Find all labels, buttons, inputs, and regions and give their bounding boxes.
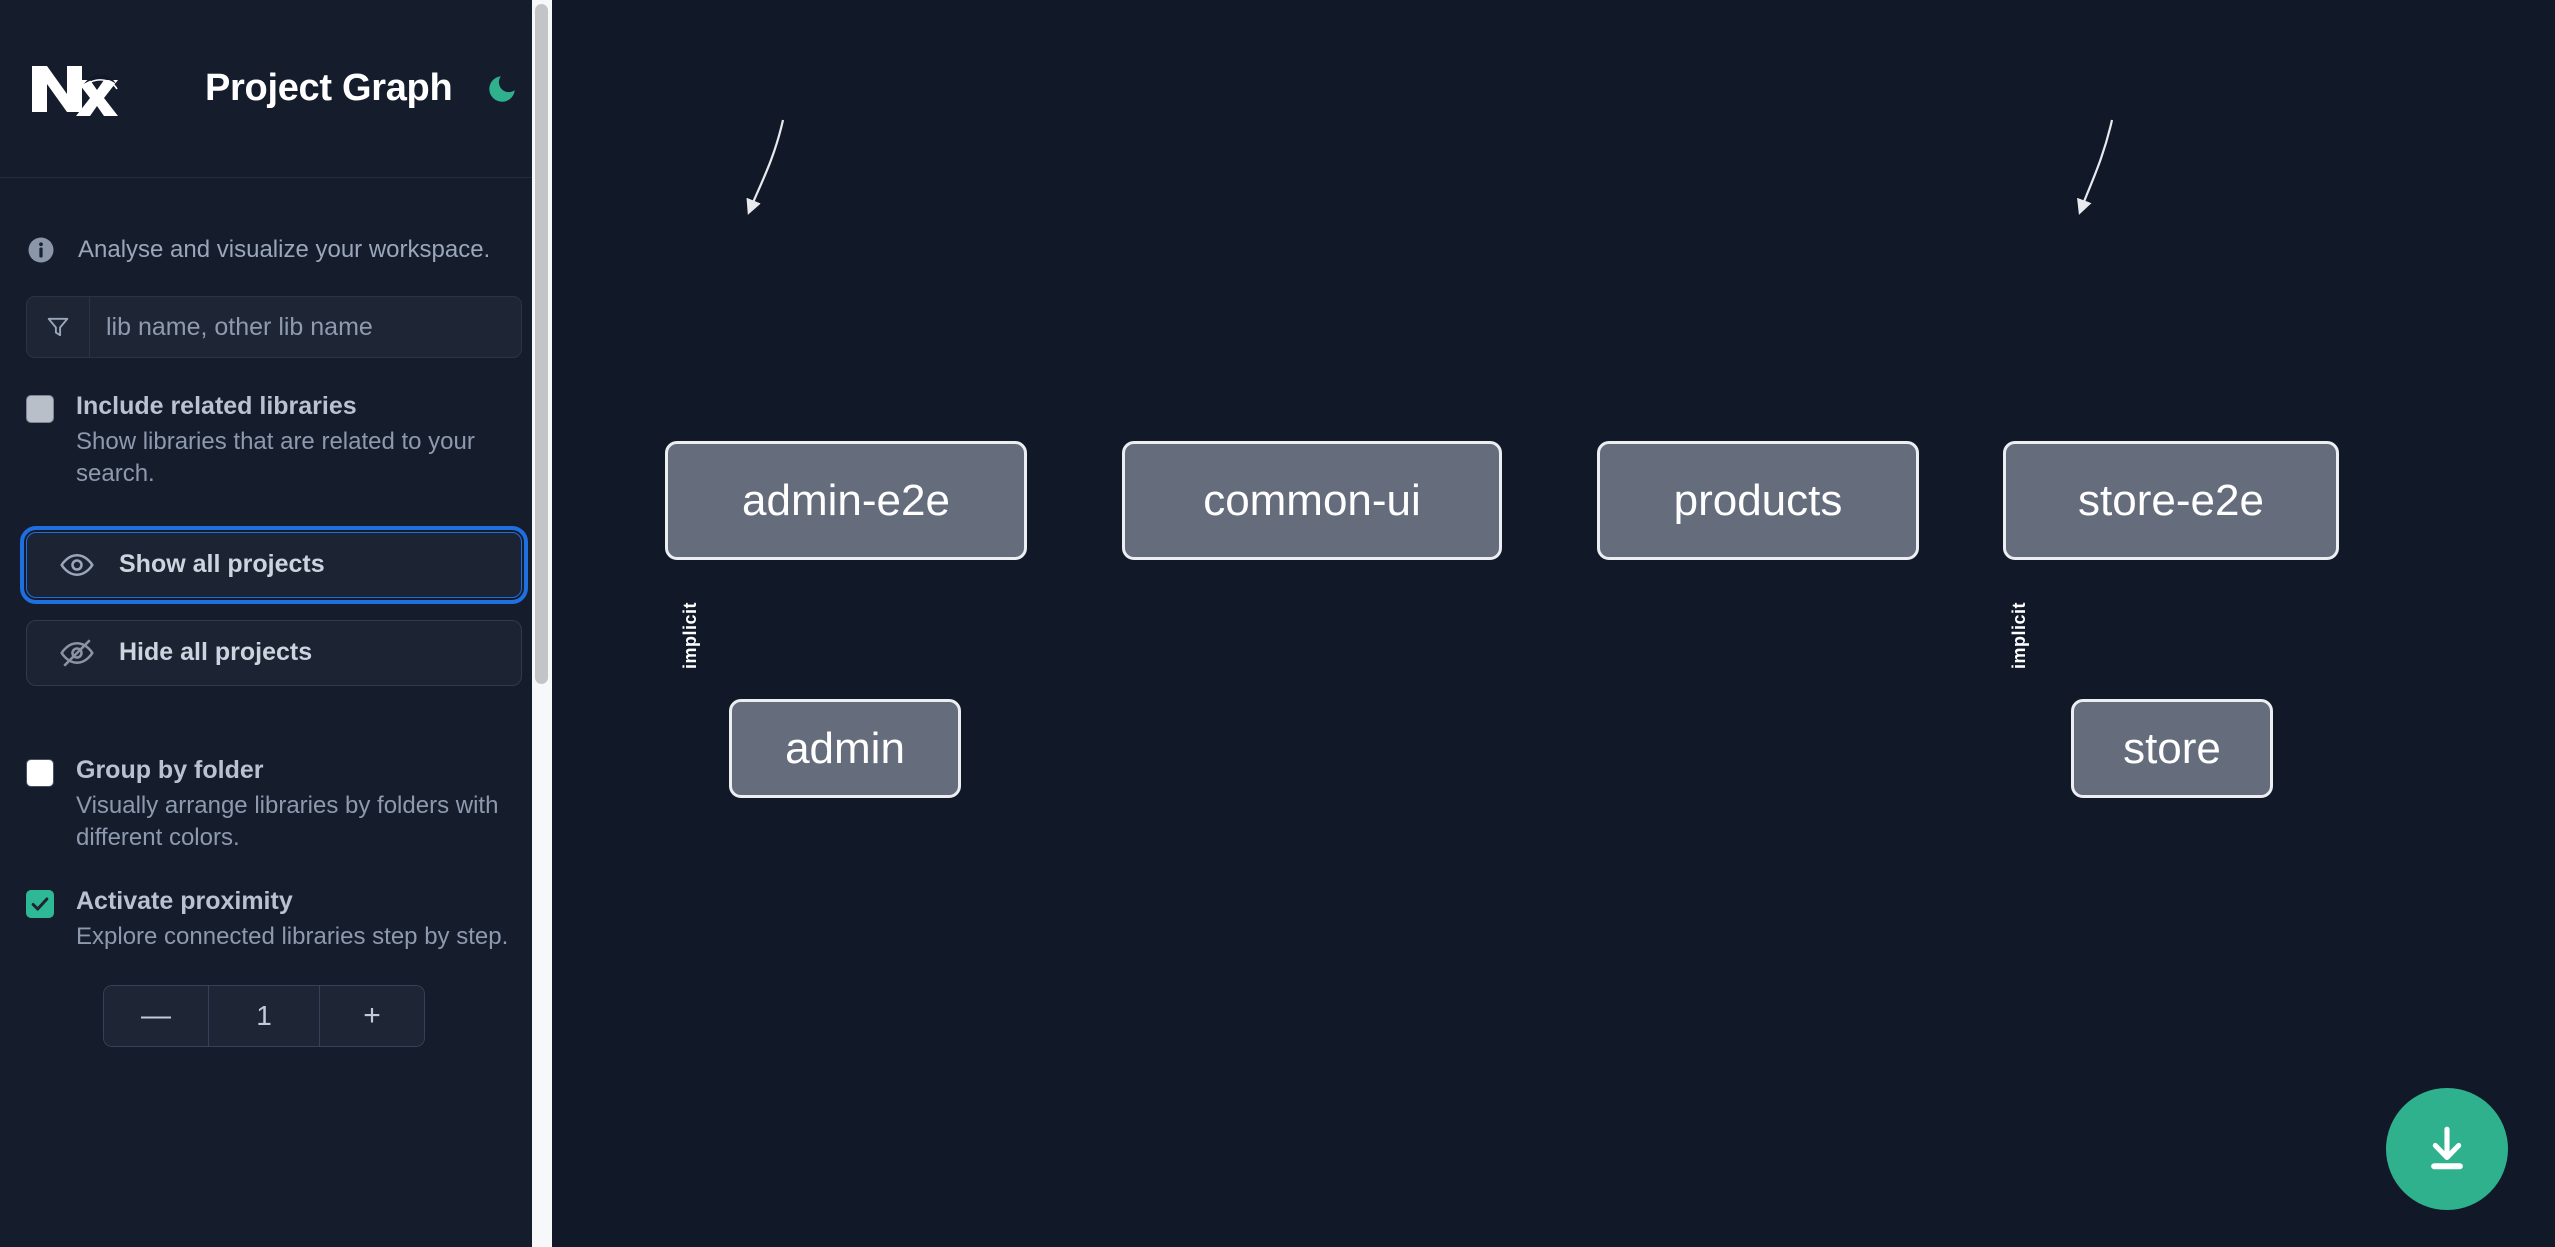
search-row[interactable] <box>26 296 522 358</box>
graph-node-admin-e2e[interactable]: admin-e2e <box>665 441 1027 560</box>
option-description: Explore connected libraries step by step… <box>76 923 509 951</box>
sidebar-scrollbar-thumb[interactable] <box>535 4 548 684</box>
checkbox-include-related-libraries[interactable] <box>26 395 54 423</box>
hide-all-projects-label: Hide all projects <box>119 638 313 667</box>
graph-node-label: store-e2e <box>2078 475 2264 525</box>
option-title: Include related libraries <box>76 392 357 420</box>
edge-label-admin-implicit: implicit <box>680 601 701 670</box>
sidebar-tagline: Analyse and visualize your workspace. <box>0 178 552 288</box>
page-title: Project Graph <box>205 67 453 109</box>
filter-icon <box>27 297 90 357</box>
graph-node-label: admin <box>785 723 905 773</box>
graph-node-store-e2e[interactable]: store-e2e <box>2003 441 2339 560</box>
info-icon <box>26 235 56 265</box>
option-activate-proximity[interactable]: Activate proximity Explore connected lib… <box>26 886 514 953</box>
download-icon <box>2431 1126 2463 1170</box>
moon-icon[interactable] <box>482 69 522 109</box>
graph-node-label: products <box>1673 475 1843 525</box>
option-description: Visually arrange libraries by folders wi… <box>76 791 499 851</box>
graph-node-store[interactable]: store <box>2071 699 2273 798</box>
tagline-text: Analyse and visualize your workspace. <box>78 235 491 263</box>
graph-edges <box>746 119 2114 215</box>
option-include-related-libraries[interactable]: Include related libraries Show libraries… <box>26 391 514 490</box>
sidebar-scrollbar[interactable] <box>532 0 552 1247</box>
show-all-projects-button[interactable]: Show all projects <box>20 525 528 604</box>
search-input[interactable] <box>90 297 521 357</box>
graph-node-products[interactable]: products <box>1597 441 1919 560</box>
stepper-decrement-button[interactable]: — <box>104 986 209 1047</box>
nx-logo-icon <box>24 58 120 120</box>
eye-off-icon <box>59 635 95 671</box>
checkbox-activate-proximity[interactable] <box>26 890 54 919</box>
graph-node-label: store <box>2123 723 2221 773</box>
graph-node-common-ui[interactable]: common-ui <box>1122 441 1502 560</box>
option-title: Activate proximity <box>76 887 293 916</box>
sidebar: Project Graph Analyse and visualize your… <box>0 0 552 1247</box>
graph-canvas[interactable]: admin-e2e common-ui products store-e2e a… <box>552 0 2555 1247</box>
show-all-projects-label: Show all projects <box>119 550 325 579</box>
eye-icon <box>59 547 95 583</box>
graph-node-label: admin-e2e <box>742 475 950 525</box>
sidebar-header: Project Graph <box>0 0 552 178</box>
sidebar-body: Include related libraries Show libraries… <box>0 296 552 1048</box>
graph-node-admin[interactable]: admin <box>729 699 961 798</box>
stepper-increment-button[interactable]: + <box>319 986 424 1047</box>
edge-label-store-implicit: implicit <box>2009 601 2030 670</box>
option-group-by-folder[interactable]: Group by folder Visually arrange librari… <box>26 755 514 854</box>
proximity-stepper: — 1 + <box>103 985 425 1048</box>
option-title: Group by folder <box>76 755 264 784</box>
option-description: Show libraries that are related to your … <box>76 428 475 487</box>
download-image-button[interactable] <box>2386 1088 2508 1210</box>
graph-node-label: common-ui <box>1203 475 1421 525</box>
stepper-value: 1 <box>209 986 319 1047</box>
checkbox-group-by-folder[interactable] <box>26 758 54 787</box>
hide-all-projects-button[interactable]: Hide all projects <box>26 619 522 686</box>
